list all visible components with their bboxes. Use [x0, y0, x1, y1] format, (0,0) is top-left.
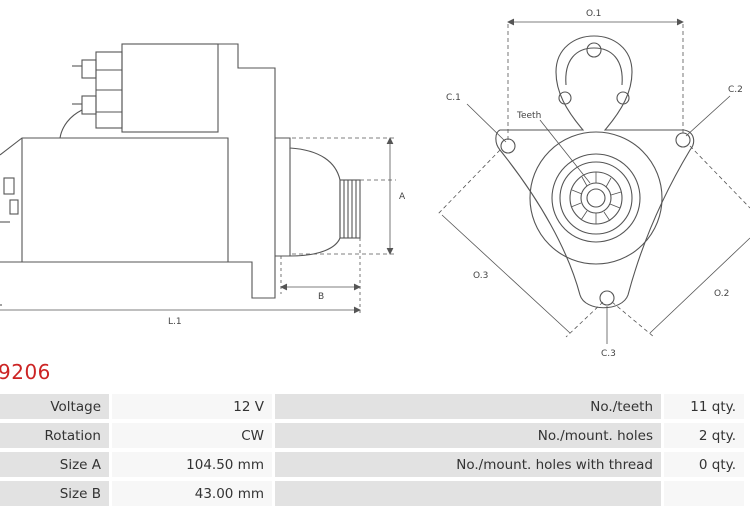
- diagram-labels: A B L.1 O.1 O.2 O.3 C.1 C.2 C.3 Teeth: [168, 9, 743, 359]
- spec-label: Size B: [0, 481, 109, 506]
- spec-value-2: [664, 481, 744, 506]
- spec-label: Voltage: [0, 394, 109, 419]
- spec-label: Rotation: [0, 423, 109, 448]
- spec-label: Size A: [0, 452, 109, 477]
- spec-label-2: No./mount. holes: [275, 423, 661, 448]
- starter-technical-drawing: A B L.1 O.1 O.2 O.3 C.1 C.2 C.3 Teeth: [0, 9, 750, 359]
- side-view: [0, 43, 361, 306]
- spec-value: 43.00 mm: [112, 481, 272, 506]
- spec-label-2: No./mount. holes with thread: [275, 452, 661, 477]
- label-o1: O.1: [586, 9, 601, 19]
- label-l1: L.1: [168, 317, 182, 327]
- label-c3: C.3: [601, 349, 616, 359]
- spec-value: 104.50 mm: [112, 452, 272, 477]
- label-o2: O.2: [714, 289, 729, 299]
- part-number: 9206: [0, 360, 51, 384]
- label-c1: C.1: [446, 93, 461, 103]
- label-a: A: [399, 192, 406, 202]
- dimension-b: [280, 238, 361, 314]
- front-dimensions: [437, 18, 750, 344]
- spec-label-2: [275, 481, 661, 506]
- spec-value-2: 2 qty.: [664, 423, 744, 448]
- spec-value-2: 0 qty.: [664, 452, 744, 477]
- dimension-a: [292, 137, 396, 255]
- front-view: [495, 35, 695, 309]
- dimension-l1: [0, 306, 361, 314]
- label-b: B: [318, 292, 324, 302]
- spec-label-2: No./teeth: [275, 394, 661, 419]
- label-o3: O.3: [473, 271, 488, 281]
- spec-value-2: 11 qty.: [664, 394, 744, 419]
- spec-value: CW: [112, 423, 272, 448]
- spec-value: 12 V: [112, 394, 272, 419]
- label-teeth: Teeth: [516, 111, 541, 121]
- label-c2: C.2: [728, 85, 743, 95]
